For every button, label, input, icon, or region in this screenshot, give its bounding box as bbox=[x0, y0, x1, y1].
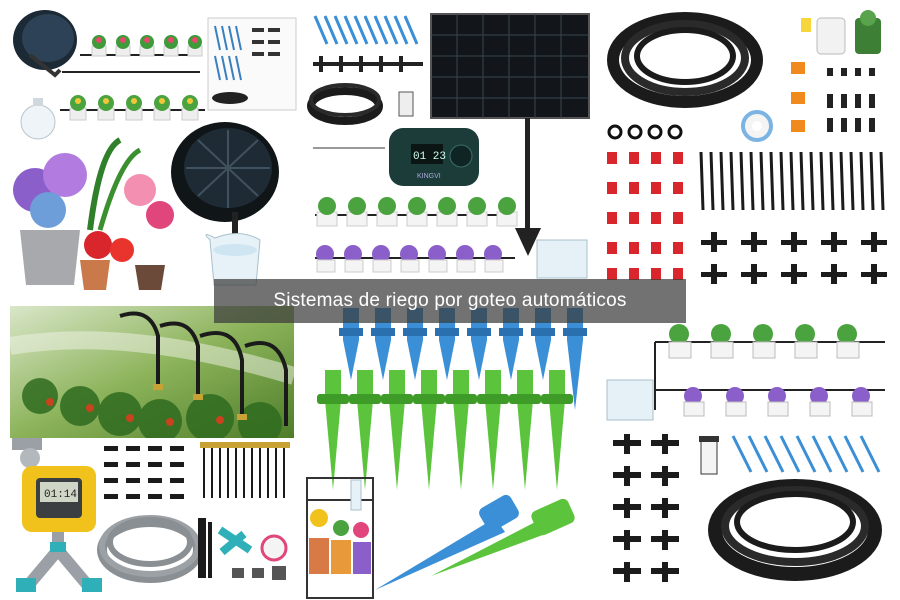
blue-spikes-row bbox=[339, 308, 587, 410]
controller-brand-label: KINGVI bbox=[417, 173, 441, 180]
large-spike-blue bbox=[375, 494, 519, 590]
small-fittings bbox=[827, 68, 875, 132]
panel-faucet-timer-kit: 01:14 bbox=[0, 438, 300, 600]
tubing-kit-illustration bbox=[607, 10, 887, 284]
grey-hose-coil bbox=[97, 515, 203, 583]
panel-tubing-coil-kit bbox=[605, 0, 900, 292]
irrigation-controller: 01 23 KINGVI bbox=[389, 128, 479, 186]
tape-roll-icon bbox=[260, 534, 288, 562]
potted-plants-grid bbox=[315, 197, 518, 273]
caption-banner: Sistemas de riego por goteo automáticos bbox=[214, 279, 686, 323]
controller-display: 01 23 bbox=[413, 151, 446, 163]
glass-jar-icon bbox=[205, 233, 261, 286]
solar-panel-icon bbox=[430, 13, 590, 256]
blue-stakes-row bbox=[731, 435, 881, 473]
y-splitter-icon bbox=[16, 532, 102, 592]
drip-stakes bbox=[313, 15, 419, 45]
black-fittings-grid bbox=[104, 446, 184, 499]
drip-line-layout bbox=[654, 324, 885, 417]
sprinkler-risers bbox=[119, 311, 288, 426]
large-spike-green bbox=[431, 498, 575, 576]
tee-connectors bbox=[313, 56, 423, 72]
caption-text: Sistemas de riego por goteo automáticos bbox=[273, 290, 627, 311]
drip-fittings-illustration bbox=[606, 324, 885, 582]
solar-mini-kit-illustration bbox=[13, 10, 297, 290]
tube-coil-icon bbox=[307, 83, 383, 125]
solar-head-icon bbox=[13, 10, 77, 78]
lantern-filter-icon bbox=[699, 436, 719, 475]
timer-display: 01:14 bbox=[44, 489, 77, 501]
tee-connectors-column bbox=[613, 434, 679, 582]
water-tank-icon bbox=[606, 379, 654, 421]
balcony-planters bbox=[306, 477, 374, 599]
water-container-icon bbox=[20, 98, 56, 140]
faucet-adapters bbox=[801, 10, 881, 55]
green-spikes-row bbox=[317, 370, 573, 490]
tube-coil-icon bbox=[708, 479, 882, 581]
potted-plants-row bbox=[91, 35, 203, 57]
panel-solar-mini-kit bbox=[0, 0, 300, 292]
panel-field-irrigation-photo bbox=[10, 306, 294, 438]
water-tank-icon bbox=[536, 239, 588, 279]
panel-solar-controller-kit: 01 23 KINGVI bbox=[305, 0, 605, 292]
teflon-tape-icon bbox=[741, 110, 773, 142]
faucet-icon bbox=[12, 438, 42, 468]
red-drippers bbox=[607, 152, 683, 280]
flower-planter bbox=[13, 137, 174, 290]
washers bbox=[607, 124, 683, 140]
solar-panel-round-icon bbox=[171, 122, 279, 252]
tee-connectors bbox=[701, 232, 887, 284]
field-photo-illustration bbox=[10, 306, 294, 438]
black-stakes bbox=[699, 151, 885, 211]
accessories-card bbox=[207, 17, 297, 111]
tube-coil-icon bbox=[607, 12, 763, 108]
panel-self-watering-spikes-kit bbox=[305, 300, 605, 600]
hose-cutter-icon bbox=[217, 526, 253, 556]
potted-plants-row-lower bbox=[69, 95, 199, 121]
self-watering-spikes-illustration bbox=[306, 308, 587, 599]
solar-controller-kit-illustration: 01 23 KINGVI bbox=[307, 13, 590, 279]
panel-drip-fittings-kit bbox=[605, 300, 900, 600]
water-timer: 01:14 bbox=[22, 466, 96, 532]
micro-sprayers bbox=[203, 446, 285, 498]
faucet-timer-kit-illustration: 01:14 bbox=[12, 438, 290, 592]
adjustable-drippers bbox=[791, 62, 805, 132]
